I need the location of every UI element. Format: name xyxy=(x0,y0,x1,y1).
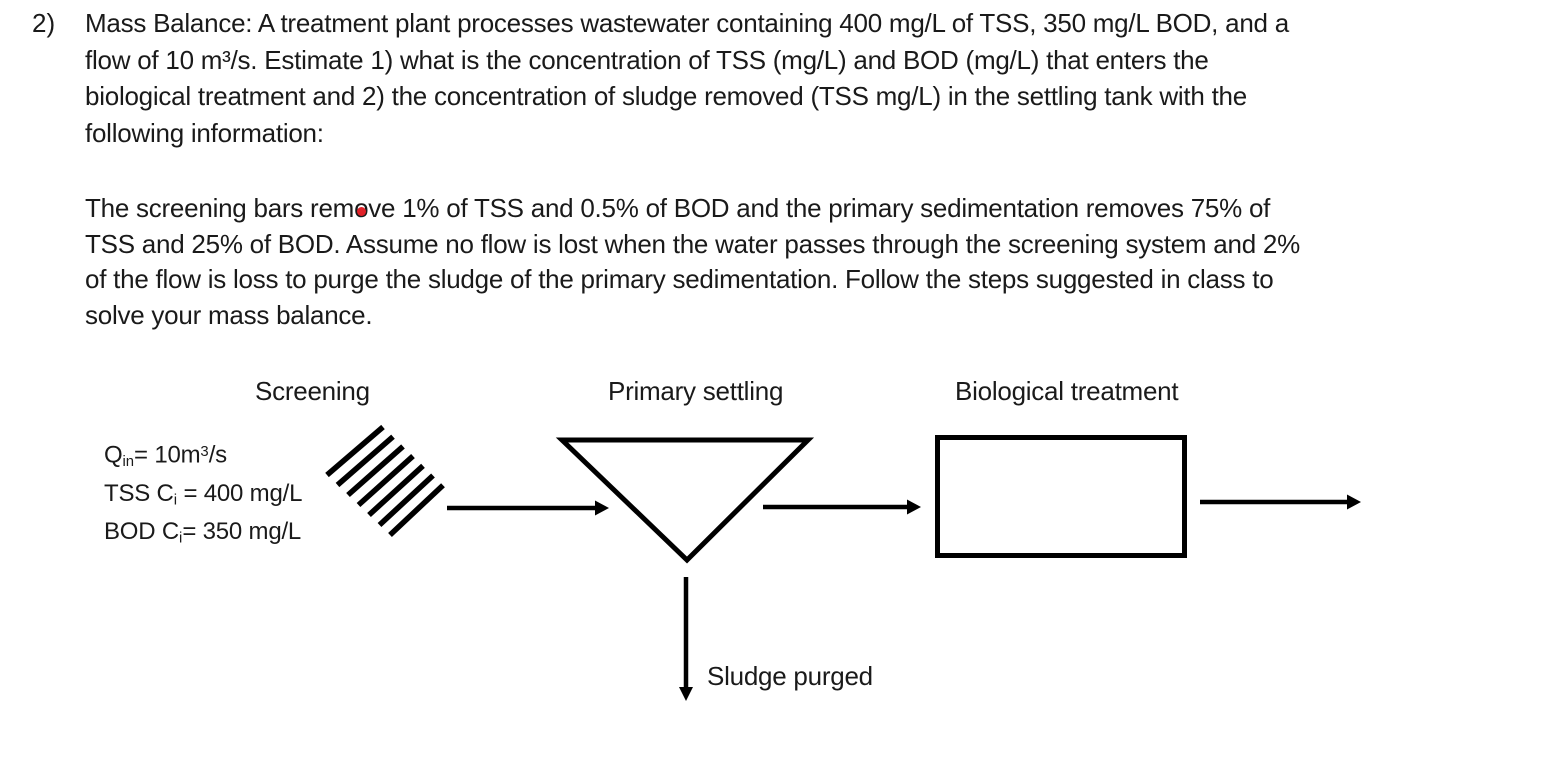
text-line: The screening bars remove 1% of TSS and … xyxy=(85,191,1300,227)
text-line: of the flow is loss to purge the sludge … xyxy=(85,264,1274,294)
screening-label: Screening xyxy=(255,376,370,406)
sludge-purged-label: Sludge purged xyxy=(707,661,873,691)
text-line: following information: xyxy=(85,117,324,148)
primary-settling-triangle xyxy=(555,437,815,564)
process-flow-diagram xyxy=(447,435,1361,701)
red-dot-annotation: o xyxy=(354,191,368,227)
biological-treatment-label: Biological treatment xyxy=(955,376,1179,406)
text-segment: The screening bars rem xyxy=(85,193,355,223)
problem-statement: Mass Balance: A treatment plant processe… xyxy=(85,5,1289,151)
text-line: TSS and 25% of BOD. Assume no flow is lo… xyxy=(85,228,1300,259)
biological-treatment-box xyxy=(935,435,1187,558)
primary-settling-label: Primary settling xyxy=(608,376,784,406)
problem-details: The screening bars remove 1% of TSS and … xyxy=(85,191,1300,333)
flow-rate-line: Qin= 10m3/s xyxy=(104,441,227,470)
sludge-purge-arrow xyxy=(679,577,693,701)
flow-arrow-to-settling xyxy=(447,500,609,516)
text-line: biological treatment and 2) the concentr… xyxy=(85,81,1247,111)
effluent-arrow xyxy=(1200,494,1361,510)
problem-number: 2) xyxy=(32,8,56,38)
text-line: flow of 10 m³/s. Estimate 1) what is the… xyxy=(85,44,1209,75)
influent-parameters: Qin= 10m3/s TSS Ci = 400 mg/L BOD Ci= 35… xyxy=(104,437,302,554)
tss-concentration-line: TSS Ci = 400 mg/L xyxy=(104,479,303,509)
text-line: solve your mass balance. xyxy=(85,299,373,330)
text-line: Mass Balance: A treatment plant processe… xyxy=(85,8,1289,38)
flow-arrow-to-biological xyxy=(763,499,921,515)
screening-bars-icon xyxy=(325,424,445,538)
bod-concentration-line: BOD Ci= 350 mg/L xyxy=(104,518,302,547)
text-segment: ve 1% of TSS and 0.5% of BOD and the pri… xyxy=(368,193,1271,223)
